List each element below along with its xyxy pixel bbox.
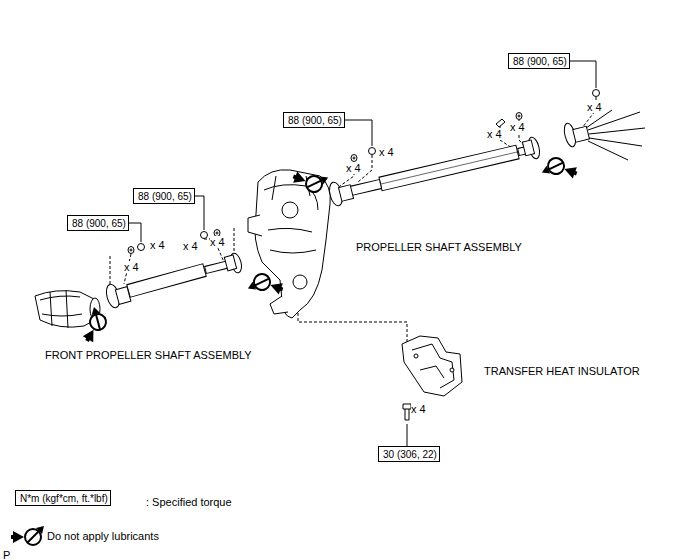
quantity-label: x 4 <box>411 403 426 415</box>
torque-box: 88 (900, 65) <box>508 53 570 69</box>
quantity-label: x 4 <box>124 261 139 273</box>
label-wrap: TRANSFER HEAT INSULATOR <box>484 361 640 379</box>
torque-value: 30 (306, 22) <box>383 449 439 461</box>
label-wrap: FRONT PROPELLER SHAFT ASSEMBLY <box>45 345 252 363</box>
quantity-label: x 4 <box>183 240 198 252</box>
quantity-label: x 4 <box>346 162 361 174</box>
label-wrap: x 4 <box>487 124 502 142</box>
label-wrap: x 4 <box>124 257 139 275</box>
label-wrap: x 4 <box>510 117 525 135</box>
quantity-label: x 4 <box>487 128 502 140</box>
torque-box: 88 (900, 65) <box>133 188 195 204</box>
page-code: P <box>3 549 10 560</box>
quantity-label: x 4 <box>379 146 394 158</box>
quantity-label: x 4 <box>210 236 225 248</box>
quantity-label: x 4 <box>510 121 525 133</box>
part-name: PROPELLER SHAFT ASSEMBLY <box>356 241 522 253</box>
part-name: TRANSFER HEAT INSULATOR <box>484 365 640 377</box>
legend-text: : Specified torque <box>146 496 232 508</box>
label-wrap: x 4 <box>346 158 361 176</box>
quantity-label: x 4 <box>587 101 602 113</box>
quantity-label: x 4 <box>150 239 165 251</box>
label-wrap: x 4 <box>411 399 426 417</box>
torque-box: 88 (900, 65) <box>283 112 345 128</box>
part-name: FRONT PROPELLER SHAFT ASSEMBLY <box>45 349 252 361</box>
label-wrap: P <box>3 545 10 560</box>
torque-value: 88 (900, 65) <box>513 56 569 68</box>
label-wrap: x 4 <box>210 232 225 250</box>
label-wrap: x 4 <box>379 142 394 160</box>
torque-value: 88 (900, 65) <box>288 115 344 127</box>
legend-entry: Do not apply lubricants <box>47 526 159 544</box>
label-wrap: x 4 <box>183 236 198 254</box>
unit-box: N*m (kgf*cm, ft.*lbf) <box>15 490 111 506</box>
torque-box: 30 (306, 22) <box>378 446 440 462</box>
label-wrap: x 4 <box>150 235 165 253</box>
label-wrap: x 4 <box>587 97 602 115</box>
torque-value: 88 (900, 65) <box>72 218 128 230</box>
torque-box: 88 (900, 65) <box>67 215 129 231</box>
torque-value: N*m (kgf*cm, ft.*lbf) <box>20 493 110 505</box>
label-wrap: PROPELLER SHAFT ASSEMBLY <box>356 237 522 255</box>
legend-text: Do not apply lubricants <box>47 530 159 542</box>
torque-value: 88 (900, 65) <box>138 191 194 203</box>
legend-entry: : Specified torque <box>146 492 232 510</box>
